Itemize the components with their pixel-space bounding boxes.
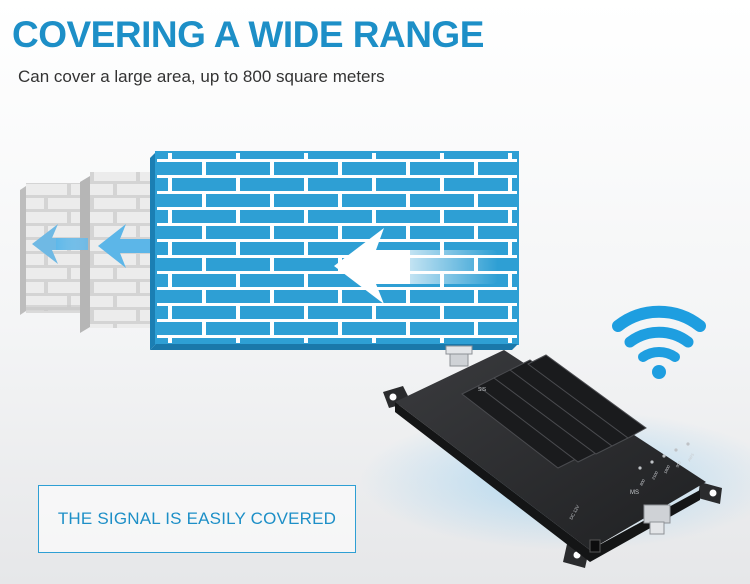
power-jack <box>589 539 601 553</box>
band-label: 1800 <box>662 464 671 475</box>
band-label: AWS <box>686 452 695 463</box>
device-label-top: SIS <box>478 387 487 393</box>
antenna-connector-bottom <box>643 504 671 535</box>
caption-text: THE SIGNAL IS EASILY COVERED <box>57 509 337 528</box>
page-title: COVERING A WIDE RANGE <box>12 14 484 55</box>
caption-box: THE SIGNAL IS EASILY COVERED <box>38 485 356 553</box>
band-label: 900 <box>674 460 682 469</box>
band-label: 800 <box>638 478 646 487</box>
antenna-connector-top <box>445 345 473 367</box>
device-label-ms: MS <box>630 490 639 496</box>
left-arrow-icon <box>32 224 88 264</box>
device-label-dc: DC 12V <box>568 504 580 520</box>
page-subtitle: Can cover a large area, up to 800 square… <box>18 67 385 86</box>
left-arrow-icon <box>98 224 156 268</box>
wifi-icon <box>612 305 706 379</box>
signal-booster-device: SIS MS DC 12V 800 2100 1800 900 AWS <box>383 345 722 568</box>
wall-blue-front <box>150 151 519 350</box>
band-label: 2100 <box>650 470 659 481</box>
left-arrow-icon <box>334 228 498 304</box>
